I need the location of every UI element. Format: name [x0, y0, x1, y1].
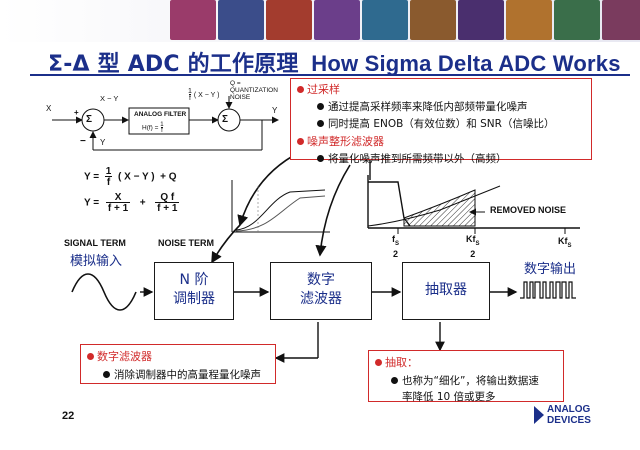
callout-decimation-head: 抽取： [375, 354, 557, 370]
bullet-icon [297, 86, 304, 93]
analog-filter-box [128, 107, 190, 135]
bullet-icon [391, 377, 398, 384]
callout-item: 将量化噪声推到所需频带以外（高频） [297, 151, 585, 166]
x-minus-y-label: X − Y [100, 94, 119, 103]
banner-tile [410, 0, 456, 40]
analog-input-label: 模拟输入 [70, 254, 123, 269]
callout-digital-filter: 数字滤波器 消除调制器中的高量程量化噪声 [80, 344, 276, 384]
bullet-icon [317, 155, 324, 162]
loop-minus: − [80, 136, 86, 147]
callout-item: 消除调制器中的高量程量化噪声 [87, 367, 269, 382]
quantization-noise-label: Q = QUANTIZATION NOISE [230, 80, 278, 101]
banner-tile [266, 0, 312, 40]
digital-filter-label: 数字 滤波器 [300, 272, 342, 307]
banner-tile [218, 0, 264, 40]
digital-output-label: 数字输出 [524, 262, 577, 277]
decimator-label: 抽取器 [425, 282, 467, 298]
curve-arrow-3 [315, 164, 351, 257]
feedback-y-label: Y [100, 138, 106, 147]
noise-term-label: NOISE TERM [158, 238, 215, 248]
bullet-icon [297, 138, 304, 145]
banner-tile [458, 0, 504, 40]
modulator-label: N 阶 调制器 [173, 272, 215, 307]
banner-tile [170, 0, 216, 40]
loop-y-label: Y [272, 106, 278, 115]
bullet-icon [317, 103, 324, 110]
page-number: 22 [62, 410, 75, 422]
bullet-icon [103, 371, 110, 378]
bullet-icon [87, 353, 94, 360]
page-title: Σ-Δ 型 ADC 的工作原理 How Sigma Delta ADC Work… [48, 46, 621, 78]
bullet-icon [317, 120, 324, 127]
banner-tile [362, 0, 408, 40]
banner-tile [554, 0, 600, 40]
curve-arrow-2 [211, 224, 241, 264]
callout-oversampling: 过采样 通过提高采样频率来降低内部频带量化噪声 同时提高 ENOB（有效位数）和… [290, 78, 592, 165]
loop-x-label: X [46, 104, 52, 113]
loop-plus: + [74, 108, 79, 117]
callout-digital-filter-head: 数字滤波器 [87, 348, 269, 364]
callout-noise-shaping-head: 噪声整形滤波器 [297, 133, 585, 149]
sine-wave-icon [71, 273, 137, 311]
decimator-block [402, 262, 490, 320]
callout-decimation: 抽取： 也称为“细化”，将输出数据速 率降低 10 倍或更多 [368, 350, 564, 403]
digital-filter-block [270, 262, 372, 320]
removed-noise-label: REMOVED NOISE [490, 205, 567, 215]
header-banner [0, 0, 640, 42]
callout-item-cont: 率降低 10 倍或更多 [402, 391, 496, 403]
banner-tile [314, 0, 360, 40]
sigma-delta-loop [52, 96, 279, 151]
bullet-icon [375, 359, 382, 366]
title-zh: Σ-Δ 型 ADC 的工作原理 [48, 52, 299, 77]
filter-title: ANALOG FILTER [134, 111, 187, 118]
callout-item: 也称为“细化”，将输出数据速 [375, 373, 557, 388]
signal-term-label: SIGNAL TERM [64, 238, 126, 248]
title-en: How Sigma Delta ADC Works [311, 51, 621, 76]
modulator-block [154, 262, 234, 320]
tick-kfs: KfS [558, 236, 572, 249]
summer-1-sigma: Σ [86, 114, 93, 125]
banner-tile [506, 0, 552, 40]
digital-pulse-icon [520, 281, 576, 299]
callout-oversampling-head: 过采样 [297, 81, 585, 97]
title-rule [30, 74, 630, 76]
spectrum-plot [367, 175, 580, 234]
curve-arrow-1 [237, 151, 301, 227]
callout-item: 通过提高采样频率来降低内部频带量化噪声 [297, 99, 585, 114]
banner-tile [602, 0, 640, 40]
callout-item: 同时提高 ENOB（有效位数）和 SNR（信噪比） [297, 116, 585, 131]
summer-2-sigma: Σ [222, 114, 229, 125]
noise-shaping-plot [231, 180, 330, 233]
